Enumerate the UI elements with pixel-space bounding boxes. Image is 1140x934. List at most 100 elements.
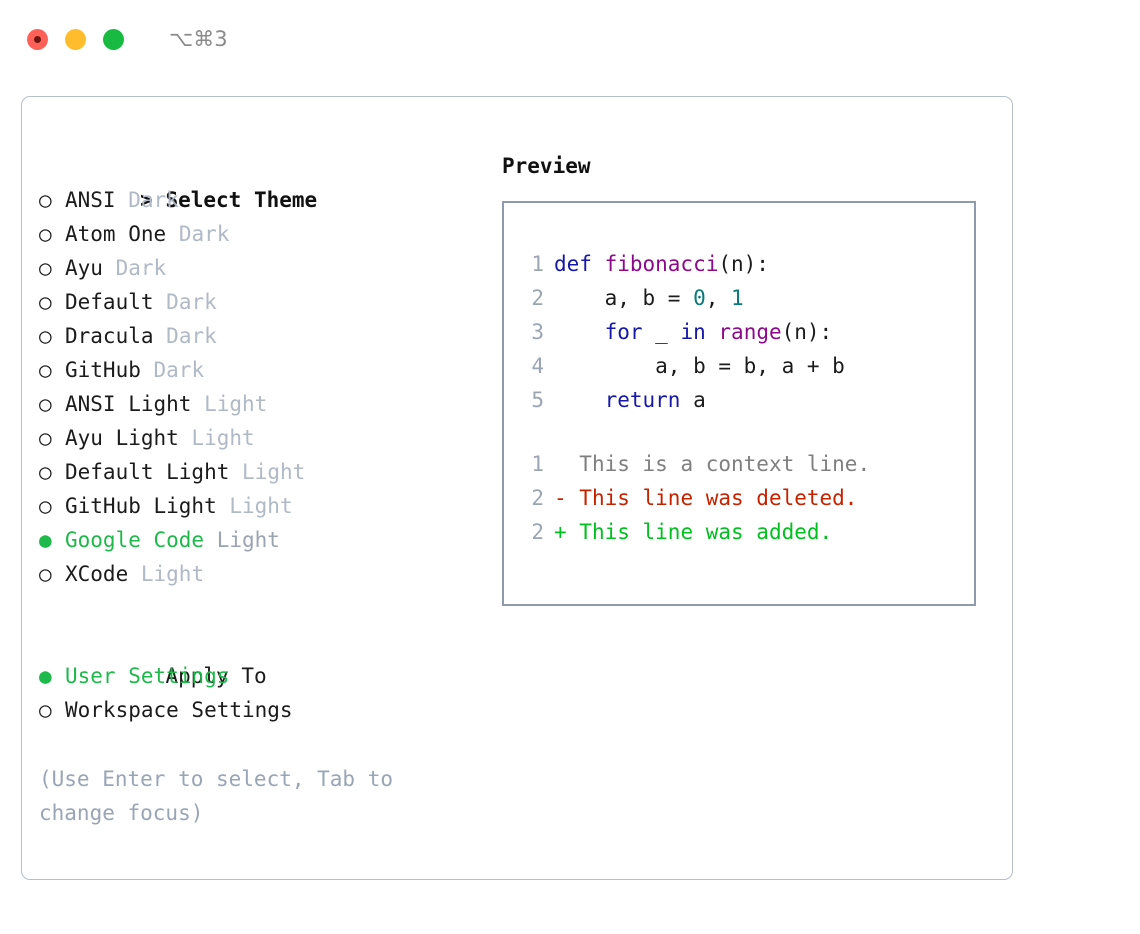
theme-option-atom-one[interactable]: ○Atom One Dark bbox=[39, 217, 489, 251]
diff-text: This line was added. bbox=[566, 520, 833, 544]
close-window-button[interactable] bbox=[27, 28, 48, 50]
caret-marker: > bbox=[140, 188, 153, 212]
preview-title: Preview bbox=[502, 154, 591, 178]
diff-sign bbox=[554, 452, 567, 476]
theme-option-github-light[interactable]: ○ GitHub Light Light bbox=[39, 489, 489, 523]
radio-unselected-icon: ○ bbox=[39, 426, 52, 450]
title-bar: ⌥⌘3 bbox=[0, 0, 1140, 78]
theme-option-tag: Light bbox=[242, 460, 306, 484]
code-line: 2 a, b = 0, 1 bbox=[518, 281, 968, 315]
theme-option-github[interactable]: ○GitHub Dark bbox=[39, 353, 489, 387]
theme-option-tag: Dark bbox=[166, 324, 217, 348]
line-number: 5 bbox=[531, 388, 544, 412]
radio-unselected-icon: ○ bbox=[39, 188, 52, 212]
radio-unselected-icon: ○ bbox=[39, 256, 52, 280]
radio-selected-icon: ● bbox=[39, 528, 52, 552]
theme-selector-panel: > Select Theme ○ANSI Dark○Atom One Dark○… bbox=[21, 96, 1013, 880]
theme-option-name: Atom One bbox=[65, 222, 167, 246]
code-token: def bbox=[554, 252, 605, 276]
diff-lines: 1 This is a context line. 2- This line wa… bbox=[518, 447, 968, 549]
apply-to-label: Apply To bbox=[165, 664, 267, 688]
theme-option-tag: Light bbox=[140, 562, 205, 586]
code-line: 4 a, b = b, a + b bbox=[518, 349, 968, 383]
keyboard-hint-text: (Use Enter to select, Tab to change focu… bbox=[39, 767, 394, 825]
keyboard-shortcut-label: ⌥⌘3 bbox=[169, 27, 228, 51]
theme-option-default-light[interactable]: ○ Default Light Light bbox=[39, 455, 489, 489]
radio-unselected-icon: ○ bbox=[39, 698, 52, 722]
radio-unselected-icon: ○ bbox=[39, 460, 52, 484]
radio-unselected-icon: ○ bbox=[39, 494, 52, 518]
minimize-window-button[interactable] bbox=[65, 28, 86, 50]
theme-option-tag: Dark bbox=[128, 188, 179, 212]
theme-option-tag: Light bbox=[204, 392, 268, 416]
line-number: 2 bbox=[531, 520, 544, 544]
code-token: fibonacci bbox=[604, 252, 719, 276]
code-token bbox=[706, 320, 719, 344]
apply-to-option-user-settings[interactable]: ● User Settings bbox=[39, 659, 489, 693]
apply-to-option-name: Workspace Settings bbox=[65, 698, 293, 722]
theme-option-tag: Dark bbox=[115, 256, 167, 280]
radio-selected-icon: ● bbox=[39, 664, 52, 688]
apply-to-header: > Apply To bbox=[39, 625, 489, 688]
theme-option-ayu-light[interactable]: ○Ayu Light Light bbox=[39, 421, 489, 455]
theme-option-name: Default Light bbox=[65, 460, 230, 484]
code-diff-gap bbox=[518, 417, 968, 447]
code-token: 0 bbox=[693, 286, 706, 310]
theme-option-name: XCode bbox=[65, 562, 129, 586]
line-number: 4 bbox=[531, 354, 544, 378]
radio-unselected-icon: ○ bbox=[39, 290, 52, 314]
line-number: 1 bbox=[531, 252, 544, 276]
zoom-window-button[interactable] bbox=[103, 28, 124, 50]
diff-sign: + bbox=[554, 520, 567, 544]
theme-list-column: > Select Theme ○ANSI Dark○Atom One Dark○… bbox=[39, 149, 489, 727]
code-line: 1 def fibonacci(n): bbox=[518, 247, 968, 281]
theme-option-xcode[interactable]: ○ XCode Light bbox=[39, 557, 489, 591]
code-token bbox=[554, 388, 605, 412]
radio-unselected-icon: ○ bbox=[39, 562, 52, 586]
theme-option-ansi-light[interactable]: ○ANSI Light Light bbox=[39, 387, 489, 421]
theme-option-ayu[interactable]: ○Ayu Dark bbox=[39, 251, 489, 285]
apply-to-option-name: User Settings bbox=[65, 664, 230, 688]
code-token: a, b = b, a + b bbox=[554, 354, 845, 378]
theme-option-tag: Dark bbox=[166, 290, 217, 314]
theme-option-name: Google Code bbox=[65, 528, 205, 552]
apply-to-option-workspace-settings[interactable]: ○ Workspace Settings bbox=[39, 693, 489, 727]
code-token: , bbox=[705, 286, 732, 310]
line-number: 2 bbox=[531, 286, 544, 310]
theme-option-list: ○ANSI Dark○Atom One Dark○Ayu Dark○Defaul… bbox=[39, 183, 489, 591]
code-token: (n): bbox=[718, 252, 769, 276]
section-spacer bbox=[39, 591, 489, 625]
theme-option-name: ANSI bbox=[65, 188, 116, 212]
theme-option-name: GitHub Light bbox=[65, 494, 217, 518]
code-token: 1 bbox=[731, 286, 744, 310]
theme-option-name: Default bbox=[65, 290, 154, 314]
theme-option-ansi[interactable]: ○ ANSI Dark bbox=[39, 183, 489, 217]
code-token: return bbox=[604, 388, 681, 412]
code-token: _ bbox=[642, 320, 681, 344]
diff-line: 2 + This line was added. bbox=[518, 515, 968, 549]
code-token: range bbox=[718, 320, 782, 344]
radio-unselected-icon: ○ bbox=[39, 324, 52, 348]
theme-option-tag: Light bbox=[229, 494, 293, 518]
code-token: for bbox=[604, 320, 643, 344]
theme-option-name: Dracula bbox=[65, 324, 154, 348]
theme-option-dracula[interactable]: ○ Dracula Dark bbox=[39, 319, 489, 353]
select-theme-header: > Select Theme bbox=[39, 149, 489, 212]
theme-option-google-code[interactable]: ●Google Code Light bbox=[39, 523, 489, 557]
diff-text: This is a context line. bbox=[566, 452, 871, 476]
diff-text: This line was deleted. bbox=[566, 486, 858, 510]
theme-option-default[interactable]: ○ Default Dark bbox=[39, 285, 489, 319]
line-number: 1 bbox=[531, 452, 544, 476]
line-number: 2 bbox=[531, 486, 544, 510]
code-token: a bbox=[680, 388, 706, 412]
code-token: in bbox=[680, 320, 706, 344]
code-token bbox=[554, 320, 605, 344]
theme-option-tag: Dark bbox=[153, 358, 205, 382]
diff-sign: - bbox=[554, 486, 567, 510]
select-theme-label: Select Theme bbox=[165, 188, 318, 212]
apply-to-option-list: ● User Settings ○ Workspace Settings bbox=[39, 659, 489, 727]
code-line: 5 return a bbox=[518, 383, 968, 417]
